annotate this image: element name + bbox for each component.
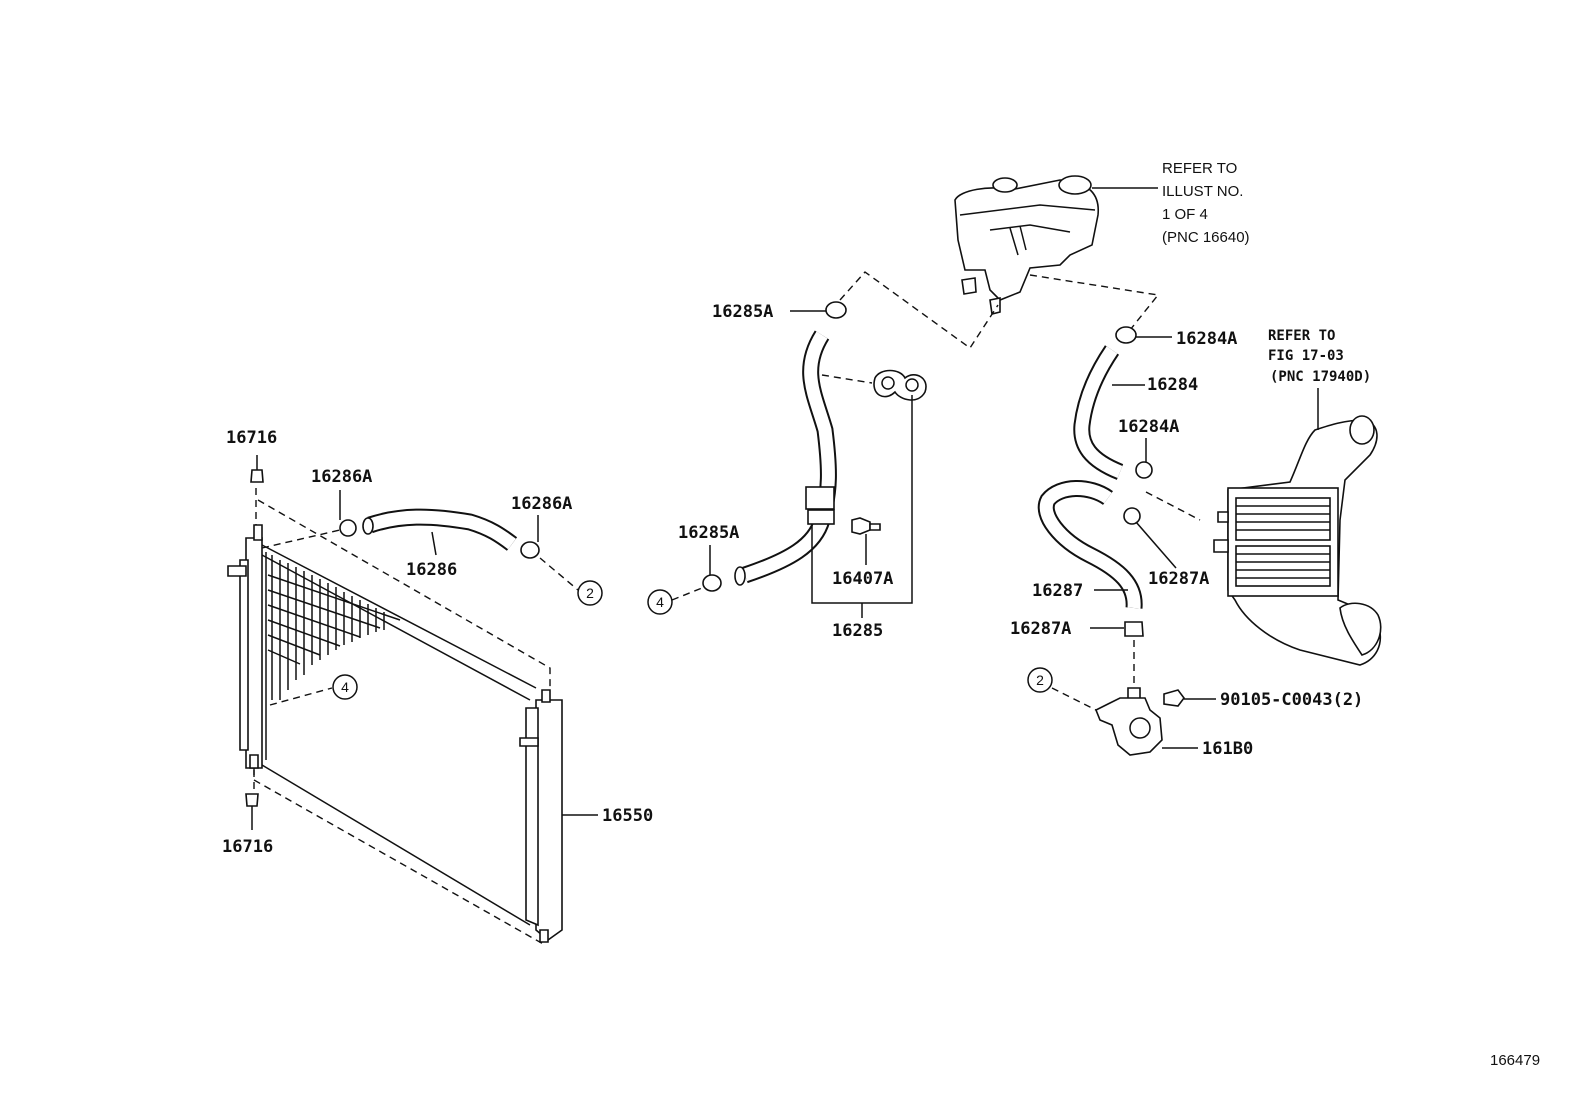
label-16285A-top: 16285A	[712, 302, 773, 322]
clamp-16287A-bottom	[1090, 621, 1144, 637]
figure-number: 166479	[1490, 1052, 1540, 1069]
reservoir-tank	[954, 175, 1158, 315]
note-reservoir-ref: REFER TO ILLUST NO. 1 OF 4 (PNC 16640)	[1162, 160, 1250, 246]
clamp-16287A-right	[1123, 507, 1177, 569]
radiator	[227, 488, 563, 946]
intercooler	[1213, 388, 1382, 666]
note-intercooler-ref: REFER TO FIG 17-03 (PNC 17940D)	[1268, 328, 1371, 385]
label-16285: 16285	[832, 621, 883, 641]
hose-16284	[1073, 345, 1124, 480]
clamp-16286A-left	[339, 490, 357, 537]
circle-ref-4-radiator: 4	[332, 674, 358, 700]
label-90105-C0043: 90105-C0043(2)	[1220, 690, 1363, 710]
svg-text:REFER TO: REFER TO	[1162, 160, 1237, 177]
label-16284A-mid: 16284A	[1118, 417, 1179, 437]
svg-text:(PNC 16640): (PNC 16640)	[1162, 229, 1250, 246]
label-16287: 16287	[1032, 581, 1083, 601]
svg-text:ILLUST NO.: ILLUST NO.	[1162, 183, 1243, 200]
svg-text:(PNC 17940D): (PNC 17940D)	[1270, 369, 1371, 385]
clamp-16716-bottom	[245, 793, 259, 830]
label-16287A-right: 16287A	[1148, 569, 1209, 589]
label-16285A-bottom: 16285A	[678, 523, 739, 543]
label-16287A-bottom: 16287A	[1010, 619, 1071, 639]
label-16284A-top: 16284A	[1176, 329, 1237, 349]
clamp-16285A-bottom	[702, 545, 722, 592]
hose-16286	[362, 508, 518, 551]
label-16716-top: 16716	[226, 428, 277, 448]
circle-ref-4-hose: 4	[647, 589, 673, 615]
hose-16287	[1037, 480, 1143, 609]
valve-161B0	[1094, 687, 1198, 756]
circle-ref-2-valve: 2	[1027, 667, 1053, 693]
svg-text:2: 2	[1036, 672, 1044, 688]
svg-text:4: 4	[341, 679, 349, 695]
gasket-fitting	[873, 369, 927, 401]
circle-ref-2-hose: 2	[577, 580, 603, 606]
label-161B0: 161B0	[1202, 739, 1253, 759]
label-16286A-right: 16286A	[511, 494, 572, 514]
svg-text:2: 2	[586, 585, 594, 601]
svg-text:1 OF 4: 1 OF 4	[1162, 206, 1208, 223]
hose-16285	[734, 330, 837, 586]
label-16550: 16550	[602, 806, 653, 826]
clamp-16284A-mid	[1135, 438, 1153, 479]
label-16286A-left: 16286A	[311, 467, 372, 487]
svg-text:FIG 17-03: FIG 17-03	[1268, 348, 1344, 364]
svg-text:REFER TO: REFER TO	[1268, 328, 1335, 344]
clamp-16286A-right	[520, 515, 540, 559]
label-16284: 16284	[1147, 375, 1198, 395]
label-16286: 16286	[406, 560, 457, 580]
clamp-16284A-top	[1115, 326, 1172, 344]
svg-text:4: 4	[656, 594, 664, 610]
sensor-16407A	[851, 517, 881, 565]
bolt-90105	[1163, 689, 1216, 707]
clamp-16716-top	[250, 455, 264, 483]
clamp-16285A-top	[790, 301, 847, 319]
radiator-core-fins	[267, 555, 401, 700]
label-16716-bottom: 16716	[222, 837, 273, 857]
label-16407A: 16407A	[832, 569, 893, 589]
